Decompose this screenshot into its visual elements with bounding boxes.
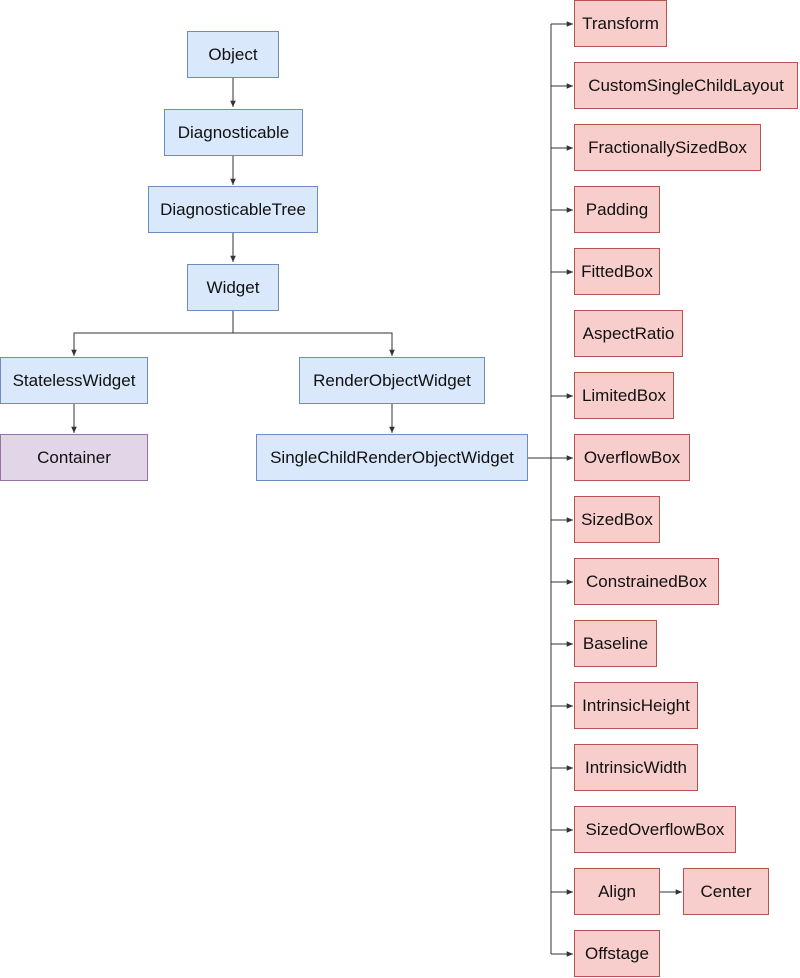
node-overflow-box: OverflowBox (574, 434, 690, 481)
node-single-child-render-object-widget: SingleChildRenderObjectWidget (256, 434, 528, 481)
node-custom-single-child-layout: CustomSingleChildLayout (574, 62, 798, 109)
edge-widget-renderobjectwidget (233, 332, 395, 356)
node-offstage: Offstage (574, 930, 660, 977)
node-sized-overflow-box: SizedOverflowBox (574, 806, 736, 853)
node-fitted-box: FittedBox (574, 248, 660, 295)
node-transform: Transform (574, 0, 667, 47)
node-aspect-ratio: AspectRatio (574, 310, 683, 357)
node-widget: Widget (187, 264, 279, 311)
node-fractionally-sized-box: FractionallySizedBox (574, 124, 761, 171)
node-align: Align (574, 868, 660, 915)
node-object: Object (187, 31, 279, 78)
node-intrinsic-width: IntrinsicWidth (574, 744, 698, 791)
node-baseline: Baseline (574, 620, 657, 667)
node-intrinsic-height: IntrinsicHeight (574, 682, 698, 729)
node-sized-box: SizedBox (574, 496, 660, 543)
edge-widget-statelesswidget (71, 311, 234, 356)
node-limited-box: LimitedBox (574, 372, 674, 419)
node-diagnosticable: Diagnosticable (164, 109, 303, 156)
node-render-object-widget: RenderObjectWidget (299, 357, 485, 404)
node-constrained-box: ConstrainedBox (574, 558, 719, 605)
node-container: Container (0, 434, 148, 481)
node-center: Center (683, 868, 769, 915)
node-padding: Padding (574, 186, 660, 233)
node-diagnosticable-tree: DiagnosticableTree (148, 186, 318, 233)
node-stateless-widget: StatelessWidget (0, 357, 148, 404)
